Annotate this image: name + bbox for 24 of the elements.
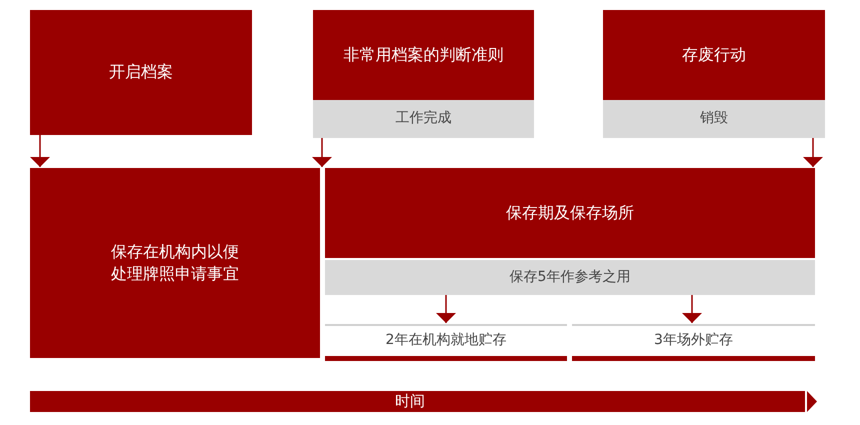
period-box	[325, 168, 815, 258]
node-text: 3年场外贮存	[654, 331, 733, 350]
chevron-arrow	[312, 138, 332, 167]
node-text: 存废行动	[682, 44, 746, 66]
start-box	[30, 10, 252, 135]
reference-box	[325, 260, 815, 295]
node-text: 保存在机构内以便处理牌照申请事宜	[110, 240, 240, 285]
chevron-arrow	[682, 295, 702, 323]
node-text: 工作完成	[396, 109, 452, 128]
node-text: 开启档案	[109, 61, 173, 84]
criteria-box	[313, 10, 534, 100]
node-text: 时间	[395, 391, 425, 412]
status-box	[313, 100, 534, 138]
node-text: 保存5年作参考之用	[510, 268, 630, 287]
node-text: 非常用档案的判断准则	[344, 44, 504, 66]
node-text: 销毁	[700, 109, 728, 128]
node-text: 保存期及保存场所	[506, 202, 634, 224]
action-box	[603, 10, 825, 100]
retention-box	[30, 168, 320, 358]
status-box	[603, 100, 825, 138]
node-text: 2年在机构就地贮存	[386, 331, 506, 350]
chevron-arrow	[436, 295, 456, 323]
chevron-arrow	[803, 138, 823, 167]
chevron-arrow	[30, 135, 50, 167]
